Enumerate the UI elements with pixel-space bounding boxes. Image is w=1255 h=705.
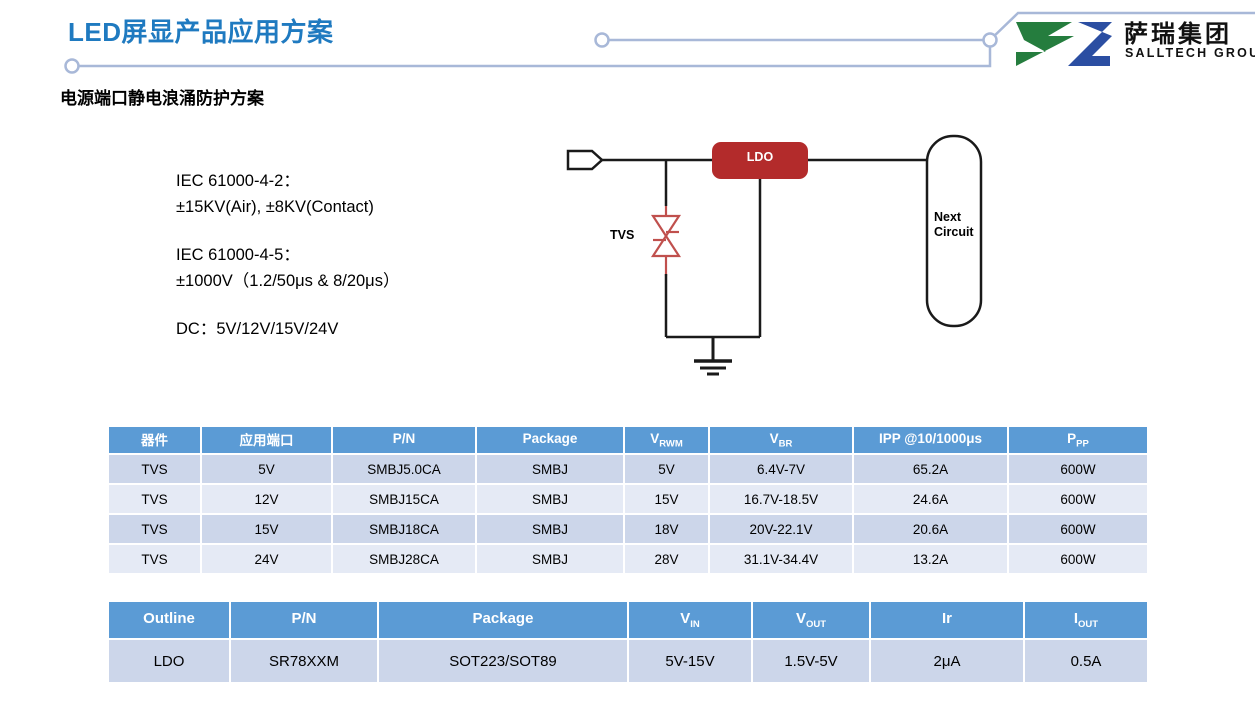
cell-vin: 5V-15V xyxy=(627,638,753,684)
cell-vbr: 20V-22.1V xyxy=(708,513,854,545)
cell-vrwm: 5V xyxy=(623,453,710,485)
tvs-diode-icon xyxy=(650,206,682,276)
col-header-vbr: VBR xyxy=(708,425,854,455)
logo-english-name: SALLTECH GROUP xyxy=(1125,46,1255,60)
table-header-row: 器件 应用端口 P/N Package VRWM VBR IPP @10/100… xyxy=(107,425,1149,455)
next-circuit-line-2: Circuit xyxy=(934,225,974,239)
cell-vrwm: 15V xyxy=(623,483,710,515)
spec-line: DC：5V/12V/15V/24V xyxy=(176,320,339,338)
specification-text-block: IEC 61000-4-2： ±15KV(Air), ±8KV(Contact)… xyxy=(176,168,399,342)
cell-package: SMBJ xyxy=(475,453,625,485)
next-circuit-line-1: Next xyxy=(934,210,962,224)
input-connector-icon xyxy=(566,149,604,171)
spec-group-surge: IEC 61000-4-5： ±1000V（1.2/50μs & 8/20μs） xyxy=(176,242,399,294)
table-row: TVS 15V SMBJ18CA SMBJ 18V 20V-22.1V 20.6… xyxy=(107,513,1149,545)
cell-vbr: 16.7V-18.5V xyxy=(708,483,854,515)
cell-package: SOT223/SOT89 xyxy=(377,638,629,684)
company-logo: 萨瑞集团 SALLTECH GROUP xyxy=(1012,14,1255,72)
cell-port: 12V xyxy=(200,483,333,515)
cell-ppp: 600W xyxy=(1007,543,1149,575)
ldo-block xyxy=(712,142,808,179)
cell-ipp: 24.6A xyxy=(852,483,1009,515)
spec-group-dc: DC：5V/12V/15V/24V xyxy=(176,316,399,342)
tvs-label: TVS xyxy=(610,228,635,242)
cell-package: SMBJ xyxy=(475,513,625,545)
col-header-pn: P/N xyxy=(331,425,477,455)
col-header-ir: Ir xyxy=(869,600,1025,640)
cell-ppp: 600W xyxy=(1007,513,1149,545)
logo-chinese-name: 萨瑞集团 xyxy=(1124,21,1232,48)
table-row: TVS 5V SMBJ5.0CA SMBJ 5V 6.4V-7V 65.2A 6… xyxy=(107,453,1149,485)
cell-ir: 2μA xyxy=(869,638,1025,684)
spec-line: IEC 61000-4-5： xyxy=(176,246,300,264)
cell-ipp: 65.2A xyxy=(852,453,1009,485)
col-header-vin: VIN xyxy=(627,600,753,640)
next-circuit-label: Next Circuit xyxy=(934,210,974,240)
section-subtitle: 电源端口静电浪涌防护方案 xyxy=(60,89,264,108)
col-header-vrwm: VRWM xyxy=(623,425,710,455)
ground-icon xyxy=(694,337,732,376)
cell-pn: SMBJ5.0CA xyxy=(331,453,477,485)
table-row: TVS 24V SMBJ28CA SMBJ 28V 31.1V-34.4V 13… xyxy=(107,543,1149,575)
cell-device: TVS xyxy=(107,543,202,575)
col-header-package: Package xyxy=(377,600,629,640)
tvs-spec-table: 器件 应用端口 P/N Package VRWM VBR IPP @10/100… xyxy=(107,425,1149,575)
cell-port: 15V xyxy=(200,513,333,545)
cell-vrwm: 28V xyxy=(623,543,710,575)
cell-vbr: 6.4V-7V xyxy=(708,453,854,485)
cell-vout: 1.5V-5V xyxy=(751,638,871,684)
cell-port: 5V xyxy=(200,453,333,485)
cell-package: SMBJ xyxy=(475,483,625,515)
cell-vbr: 31.1V-34.4V xyxy=(708,543,854,575)
col-header-port: 应用端口 xyxy=(200,425,333,455)
cell-package: SMBJ xyxy=(475,543,625,575)
cell-ppp: 600W xyxy=(1007,453,1149,485)
cell-device: TVS xyxy=(107,453,202,485)
spec-line: ±15KV(Air), ±8KV(Contact) xyxy=(176,198,374,216)
col-header-pn: P/N xyxy=(229,600,379,640)
cell-ipp: 20.6A xyxy=(852,513,1009,545)
spec-line: IEC 61000-4-2： xyxy=(176,172,300,190)
spec-group-esd: IEC 61000-4-2： ±15KV(Air), ±8KV(Contact) xyxy=(176,168,399,220)
page-title: LED屏显产品应用方案 xyxy=(68,17,334,47)
cell-ppp: 600W xyxy=(1007,483,1149,515)
col-header-vout: VOUT xyxy=(751,600,871,640)
cell-iout: 0.5A xyxy=(1023,638,1149,684)
col-header-ppp: PPP xyxy=(1007,425,1149,455)
next-circuit-block xyxy=(925,134,983,328)
cell-pn: SR78XXM xyxy=(229,638,379,684)
circuit-svg xyxy=(566,134,983,376)
col-header-outline: Outline xyxy=(107,600,231,640)
table-row: TVS 12V SMBJ15CA SMBJ 15V 16.7V-18.5V 24… xyxy=(107,483,1149,515)
ldo-label: LDO xyxy=(746,150,774,164)
col-header-package: Package xyxy=(475,425,625,455)
table-row: LDO SR78XXM SOT223/SOT89 5V-15V 1.5V-5V … xyxy=(107,638,1149,684)
cell-pn: SMBJ15CA xyxy=(331,483,477,515)
col-header-ipp: IPP @10/1000μs xyxy=(852,425,1009,455)
circuit-diagram: TVS LDO Next Circuit xyxy=(548,128,1028,388)
salltech-logo-mark xyxy=(1016,22,1112,66)
col-header-iout: IOUT xyxy=(1023,600,1149,640)
cell-ipp: 13.2A xyxy=(852,543,1009,575)
cell-pn: SMBJ28CA xyxy=(331,543,477,575)
spec-line: ±1000V（1.2/50μs & 8/20μs） xyxy=(176,272,400,290)
cell-device: TVS xyxy=(107,513,202,545)
col-header-device: 器件 xyxy=(107,425,202,455)
cell-vrwm: 18V xyxy=(623,513,710,545)
cell-pn: SMBJ18CA xyxy=(331,513,477,545)
ldo-spec-table: Outline P/N Package VIN VOUT Ir IOUT LDO… xyxy=(107,600,1149,684)
table-header-row: Outline P/N Package VIN VOUT Ir IOUT xyxy=(107,600,1149,640)
cell-device: TVS xyxy=(107,483,202,515)
cell-port: 24V xyxy=(200,543,333,575)
cell-outline: LDO xyxy=(107,638,231,684)
